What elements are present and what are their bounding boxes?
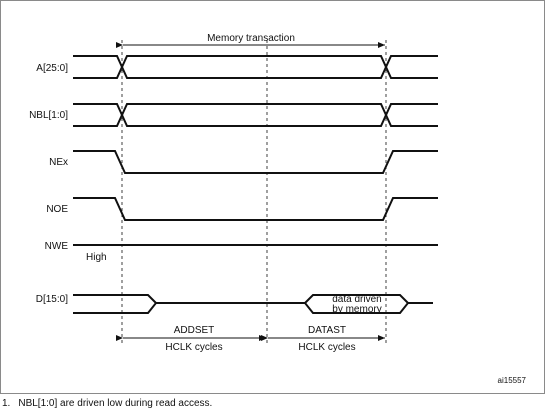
signal-label-nex: NEx (49, 157, 68, 168)
waveform-nex (73, 150, 438, 174)
addset-label: ADDSET (174, 325, 215, 336)
footnote: 1. NBL[1:0] are driven low during read ac… (2, 398, 220, 409)
addset-cycles-label: HCLK cycles (165, 342, 222, 353)
footnote-text: NBL[1:0] are driven low during read acce… (18, 398, 213, 409)
waveform-nbl-top (73, 103, 438, 127)
memory-transaction-label: Memory transaction (207, 33, 295, 44)
signal-label-noe: NOE (46, 204, 68, 215)
waveform-a-top (73, 55, 438, 79)
signal-label-nbl: NBL[1:0] (29, 110, 68, 121)
signal-label-nwe: NWE (45, 241, 69, 252)
data-driven-label-1: data driven (332, 294, 381, 305)
waveform-d-left (73, 294, 158, 314)
signal-label-a: A[25:0] (36, 63, 68, 74)
footnote-number: 1. (2, 398, 11, 409)
waveform-a-bottom (73, 55, 438, 79)
figure-id: ai15557 (498, 376, 527, 385)
datast-cycles-label: HCLK cycles (298, 342, 355, 353)
data-driven-label-2: by memory (332, 304, 381, 315)
datast-label: DATAST (308, 325, 346, 336)
waveform-nbl-bottom (73, 103, 438, 127)
waveform-noe (73, 197, 438, 221)
signal-label-d: D[15:0] (36, 294, 68, 305)
timing-diagram: Memory transaction A[25:0] NBL[1:0] NEx … (29, 33, 527, 385)
nwe-high-label: High (86, 252, 107, 263)
